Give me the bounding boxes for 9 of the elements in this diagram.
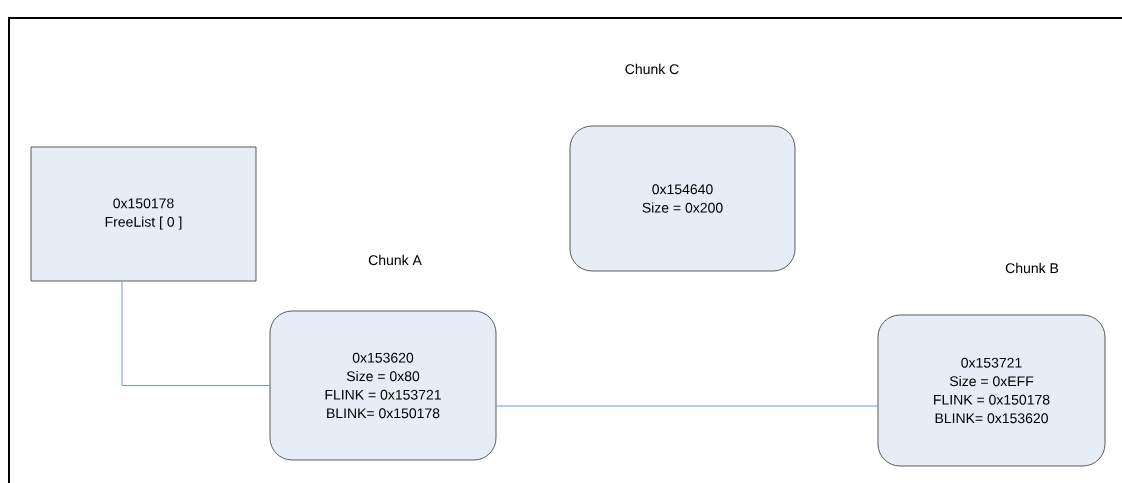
memory-box: 0x150178 FreeList [ 0 ]: [30, 146, 257, 282]
connector-line: [121, 281, 270, 386]
chunk-label: Chunk C: [625, 63, 679, 75]
chunk-box: 0x153620 Size = 0x80 FLINK = 0x153721 BLINK= 0x150178: [269, 310, 497, 461]
chunk-label: Chunk B: [1005, 262, 1059, 274]
chunk-box: 0x154640 Size = 0x200: [569, 125, 796, 272]
connector-line: [496, 405, 878, 407]
chunk-box: 0x153721 Size = 0xEFF FLINK = 0x150178 BLINK= 0x153620: [877, 314, 1106, 467]
chunk-label: Chunk A: [368, 254, 422, 266]
